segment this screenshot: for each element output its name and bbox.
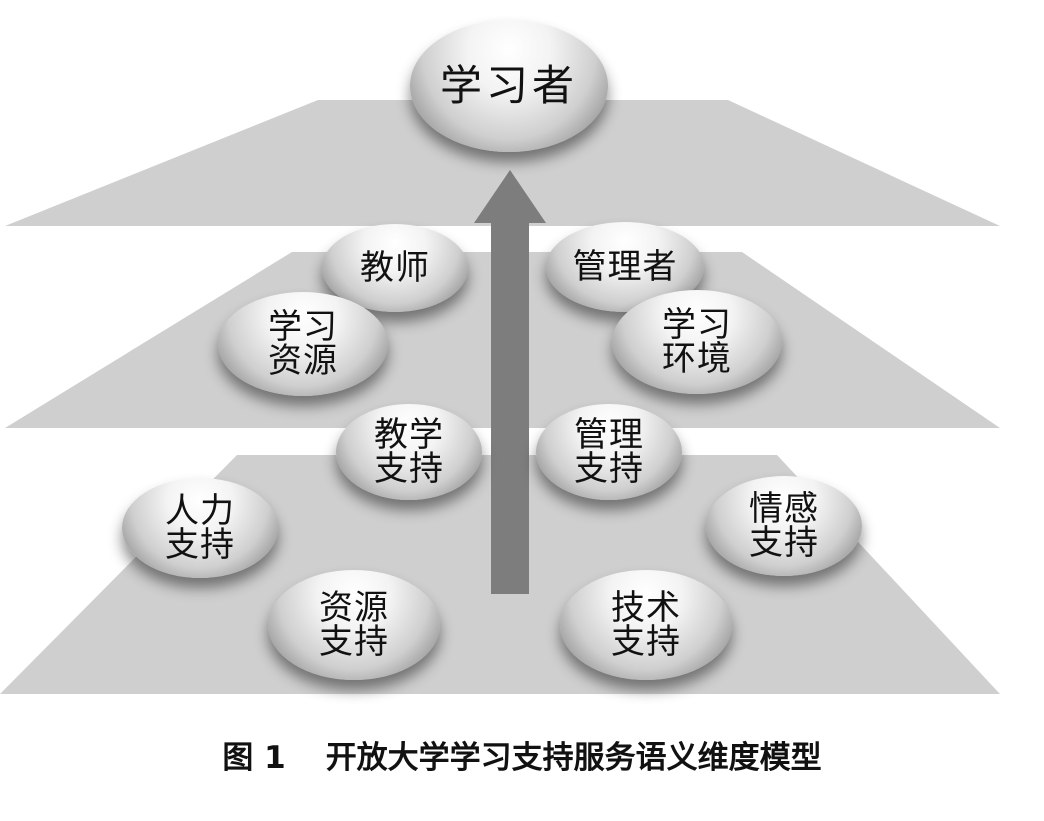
node-learner-label: 学习者 (439, 61, 578, 110)
node-human-support: 人力 支持 (122, 478, 278, 578)
node-manager-label: 管理者 (572, 247, 678, 287)
node-teacher: 教师 (322, 224, 468, 312)
node-learning-resources-line2: 资源 (268, 341, 338, 381)
node-emotional-support-line2: 支持 (749, 523, 819, 563)
node-management-support-line2: 支持 (574, 449, 644, 489)
node-learning-environment: 学习 环境 (612, 290, 782, 394)
top-plane (5, 100, 1000, 226)
node-technical-support-line1: 技术 (611, 588, 681, 628)
node-learning-resources: 学习 资源 (218, 292, 388, 396)
node-learner: 学习者 (410, 20, 608, 152)
node-learning-environment-line2: 环境 (662, 339, 732, 379)
node-learning-resources-line1: 学习 (268, 307, 338, 347)
figure-number: 图 1 (222, 740, 286, 776)
node-resource-support: 资源 支持 (268, 570, 440, 680)
node-teaching-support: 教学 支持 (336, 404, 482, 500)
node-resource-support-line2: 支持 (319, 622, 389, 662)
node-teaching-support-line2: 支持 (374, 449, 444, 489)
arrow-shaft (491, 222, 529, 594)
node-teaching-support-line1: 教学 (374, 415, 444, 455)
figure-title: 开放大学学习支持服务语义维度模型 (325, 740, 822, 776)
node-resource-support-line1: 资源 (319, 588, 389, 628)
node-technical-support-line2: 支持 (611, 622, 681, 662)
arrow-head (474, 170, 546, 223)
node-teacher-label: 教师 (360, 248, 430, 288)
node-human-support-line2: 支持 (165, 525, 235, 565)
node-emotional-support-line1: 情感 (749, 489, 819, 529)
node-learning-environment-line1: 学习 (662, 305, 732, 345)
node-management-support: 管理 支持 (536, 404, 682, 500)
node-technical-support: 技术 支持 (560, 570, 732, 680)
node-human-support-line1: 人力 (165, 491, 235, 531)
node-management-support-line1: 管理 (574, 415, 644, 455)
figure-caption: 图 1 开放大学学习支持服务语义维度模型 (0, 732, 1044, 777)
node-emotional-support: 情感 支持 (706, 476, 862, 576)
